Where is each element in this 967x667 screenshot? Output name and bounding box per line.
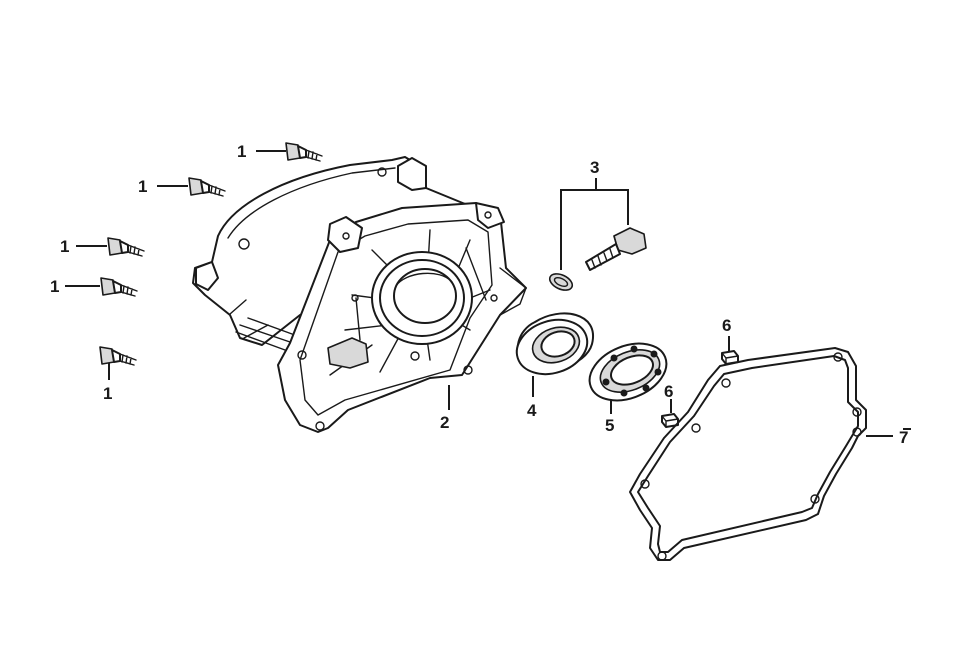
callout-bolt-1e: 1 <box>103 384 112 403</box>
bolt-part-1d <box>65 277 138 297</box>
bolt-part-1e <box>99 346 137 380</box>
callout-seal-4: 4 <box>527 401 537 420</box>
callout-bolt-1c: 1 <box>60 237 69 256</box>
callout-bolt-1d: 1 <box>50 277 59 296</box>
bolt-part-1a <box>256 142 323 162</box>
dowel-pin-part-6a <box>721 336 739 365</box>
callout-bolt-1a: 1 <box>237 142 246 161</box>
bolt-part-1c <box>76 237 145 257</box>
drain-plug-part-3 <box>548 178 647 291</box>
callout-pin-6b: 6 <box>664 382 673 401</box>
oil-seal-part-4 <box>515 312 595 376</box>
gasket-part-7 <box>629 347 867 561</box>
callout-cover-2: 2 <box>440 413 449 432</box>
bolt-part-1b <box>157 177 226 197</box>
dowel-pin-part-6b <box>661 399 679 428</box>
callout-gasket-7: 7 <box>899 428 908 447</box>
callout-drain-3: 3 <box>590 158 599 177</box>
callout-bolt-1b: 1 <box>138 177 147 196</box>
callout-pin-6a: 6 <box>722 316 731 335</box>
bearing-part-5 <box>588 342 668 402</box>
crankcase-cover-part-2 <box>192 156 527 433</box>
callout-bearing-5: 5 <box>605 416 614 435</box>
